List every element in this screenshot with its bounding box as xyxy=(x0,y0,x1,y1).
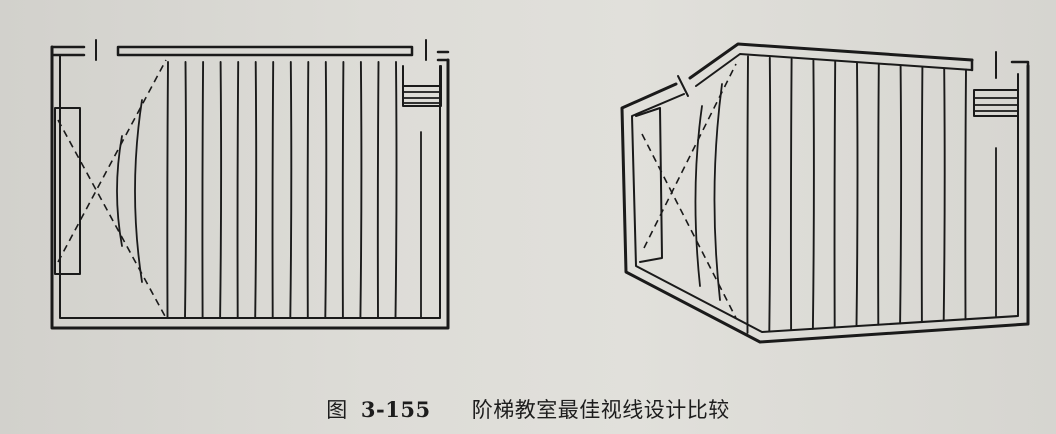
seating-row-line xyxy=(359,61,363,319)
seating-row-line xyxy=(942,67,946,322)
seating-row-line xyxy=(833,60,837,329)
seating-row-line xyxy=(166,61,169,319)
stair-left xyxy=(402,65,442,319)
seating-row-line xyxy=(768,56,772,333)
front-rows-left xyxy=(116,99,143,283)
seating-row-line xyxy=(306,61,310,319)
seating-row-line xyxy=(920,66,924,323)
rectangular-classroom-plan xyxy=(50,39,450,330)
seating-row-line xyxy=(877,63,880,326)
blackboard-left xyxy=(54,107,81,275)
seating-rows-left xyxy=(166,61,398,319)
caption-text: 阶梯教室最佳视线设计比较 xyxy=(471,398,730,422)
sightlines-right xyxy=(641,63,737,319)
seating-row-line xyxy=(289,61,293,319)
seating-row-line xyxy=(789,58,793,332)
seating-row-line xyxy=(271,61,275,319)
seating-row-line xyxy=(201,61,205,319)
angled-classroom-plan xyxy=(620,42,1030,344)
outer-walls-right xyxy=(620,42,1030,344)
doors-right xyxy=(677,51,997,97)
seating-row-line xyxy=(236,61,240,319)
doors-left xyxy=(95,39,427,61)
seating-rows-right xyxy=(746,55,967,334)
seating-row-line xyxy=(746,55,749,334)
seating-row-line xyxy=(184,61,187,319)
seating-row-line xyxy=(254,61,258,319)
blackboard-right xyxy=(635,107,663,263)
seating-row-line xyxy=(811,59,815,330)
seating-row-line xyxy=(899,64,903,325)
sightlines-left xyxy=(57,59,167,319)
caption-prefix: 图 xyxy=(326,398,348,422)
seating-row-line xyxy=(376,61,380,319)
seating-row-line xyxy=(219,61,223,319)
figure-caption: 图 3-155 阶梯教室最佳视线设计比较 xyxy=(0,394,1056,424)
outer-walls-left xyxy=(50,45,450,330)
front-rows-right xyxy=(694,83,723,301)
seating-row-line xyxy=(964,68,967,321)
seating-row-line xyxy=(394,61,398,319)
seating-row-line xyxy=(324,61,328,319)
seating-row-line xyxy=(855,62,859,328)
seating-row-line xyxy=(341,61,345,319)
stair-right xyxy=(973,89,1019,317)
figure-number: 3-155 xyxy=(360,397,431,422)
